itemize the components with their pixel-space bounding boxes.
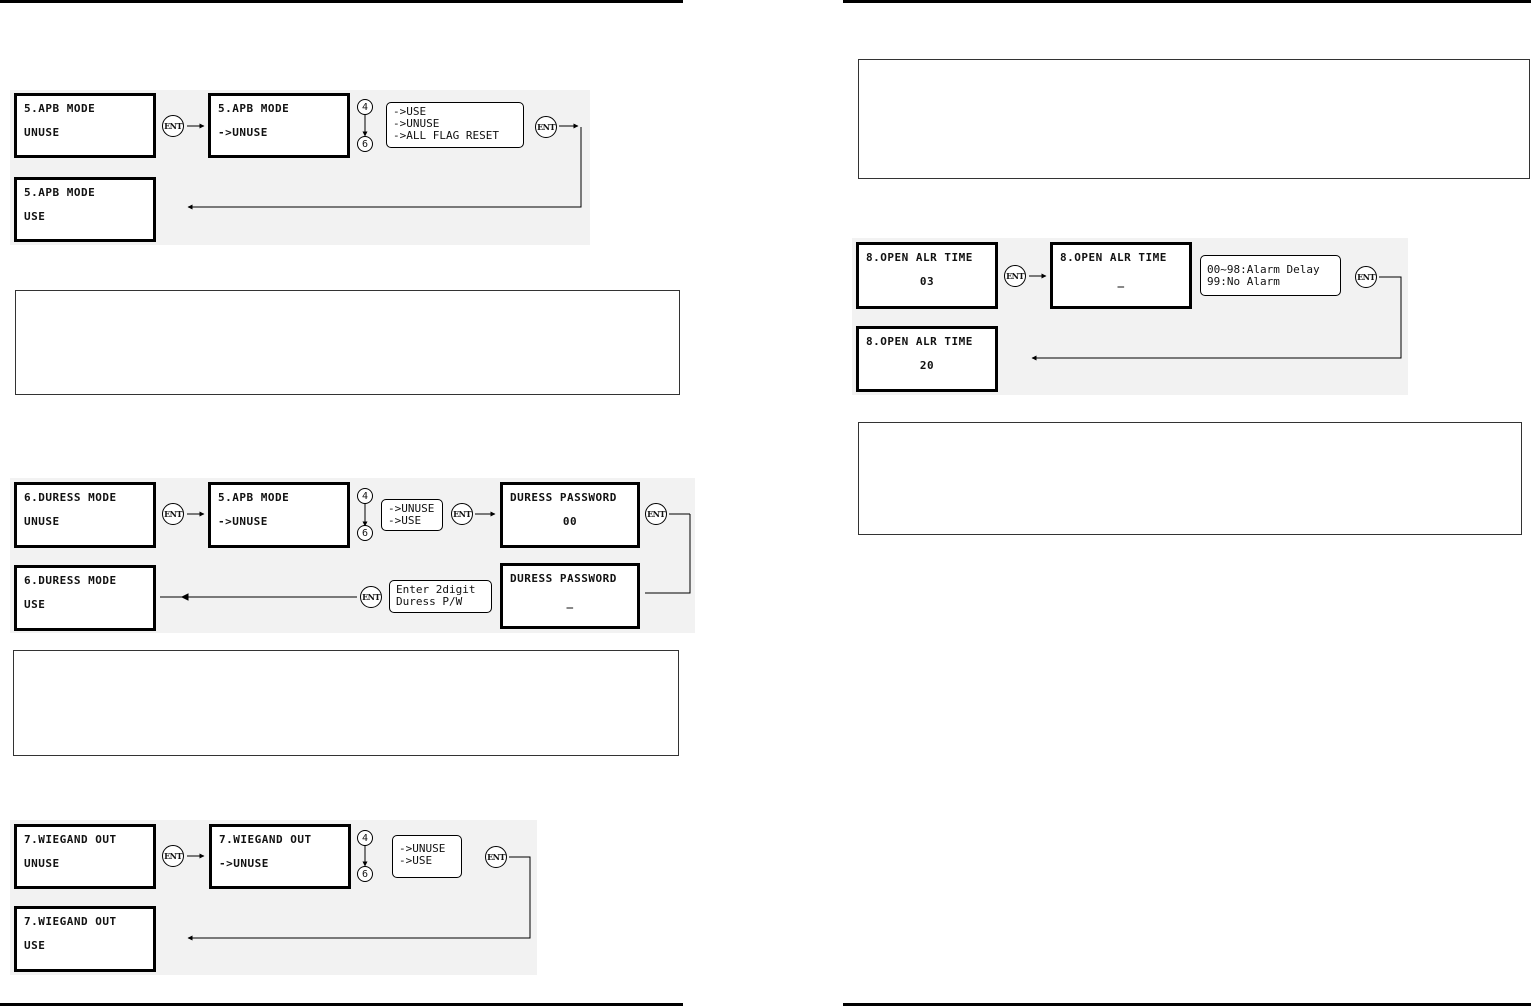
lcd-value: UNUSE xyxy=(24,857,60,870)
wiegand-options-popup: ->UNUSE ->USE xyxy=(392,835,462,878)
footer-rule-left xyxy=(0,1003,683,1006)
option-item: 00~98:Alarm Delay xyxy=(1207,263,1320,276)
footer-rule-right xyxy=(843,1003,1531,1006)
openalr-lcd-current: 8.OPEN ALR TIME 03 xyxy=(856,242,998,309)
ent-button[interactable]: ENT xyxy=(162,845,184,867)
wiegand-lcd-select: 7.WIEGAND OUT ->UNUSE xyxy=(209,824,351,889)
apb-options-popup: ->USE ->UNUSE ->ALL FLAG RESET xyxy=(386,102,524,148)
key-4-button[interactable]: 4 xyxy=(357,99,373,115)
lcd-title: 5.APB MODE xyxy=(218,102,290,115)
ent-button[interactable]: ENT xyxy=(451,503,473,525)
lcd-title: 7.WIEGAND OUT xyxy=(219,833,312,846)
lcd-title: DURESS PASSWORD xyxy=(510,572,617,585)
lcd-value: ->UNUSE xyxy=(219,857,269,870)
ent-button[interactable]: ENT xyxy=(645,503,667,525)
lcd-value: USE xyxy=(24,939,46,952)
lcd-value: 20 xyxy=(919,359,935,372)
openalr-options-popup: 00~98:Alarm Delay 99:No Alarm xyxy=(1200,255,1341,296)
option-item: ->UNUSE xyxy=(388,502,435,515)
duress-options-popup: ->UNUSE ->USE xyxy=(381,499,443,531)
apb-note-box xyxy=(15,290,680,395)
lcd-value: ->UNUSE xyxy=(218,515,268,528)
wiegand-lcd-result: 7.WIEGAND OUT USE xyxy=(14,906,156,972)
lcd-value: USE xyxy=(24,598,46,611)
header-rule-right xyxy=(843,0,1531,3)
lcd-value: UNUSE xyxy=(24,515,60,528)
duress-password-lcd: DURESS PASSWORD 00 xyxy=(500,482,640,548)
lcd-value: USE xyxy=(24,210,46,223)
ent-button[interactable]: ENT xyxy=(360,586,382,608)
apb-lcd-result: 5.APB MODE USE xyxy=(14,177,156,242)
lcd-value: 00 xyxy=(562,515,578,528)
option-item: ->USE xyxy=(393,105,427,118)
option-item: ->UNUSE xyxy=(399,842,446,855)
option-item: 99:No Alarm xyxy=(1207,275,1280,288)
openalr-lcd-entry: 8.OPEN ALR TIME _ xyxy=(1050,242,1192,309)
key-4-button[interactable]: 4 xyxy=(357,488,373,504)
option-item: ->USE xyxy=(388,514,422,527)
lcd-title: 7.WIEGAND OUT xyxy=(24,915,117,928)
lcd-title: 8.OPEN ALR TIME xyxy=(866,335,973,348)
key-6-button[interactable]: 6 xyxy=(357,525,373,541)
prompt-line: Duress P/W xyxy=(396,595,463,608)
apb-lcd-current: 5.APB MODE UNUSE xyxy=(14,93,156,158)
lcd-title: 6.DURESS MODE xyxy=(24,491,117,504)
lcd-value: _ xyxy=(566,596,574,609)
ent-button[interactable]: ENT xyxy=(535,116,557,138)
duress-lcd-result: 6.DURESS MODE USE xyxy=(14,565,156,631)
option-item: ->USE xyxy=(399,854,433,867)
lcd-title: 8.OPEN ALR TIME xyxy=(1060,251,1167,264)
ent-button[interactable]: ENT xyxy=(1004,265,1026,287)
lcd-value: UNUSE xyxy=(24,126,60,139)
duress-lcd-select: 5.APB MODE ->UNUSE xyxy=(208,482,350,548)
openalr-note-box xyxy=(858,422,1522,535)
openalr-lcd-result: 8.OPEN ALR TIME 20 xyxy=(856,326,998,392)
lcd-title: 5.APB MODE xyxy=(24,186,96,199)
lcd-title: 5.APB MODE xyxy=(218,491,290,504)
duress-prompt-popup: Enter 2digit Duress P/W xyxy=(389,580,492,613)
lcd-value: 03 xyxy=(919,275,935,288)
key-6-button[interactable]: 6 xyxy=(357,866,373,882)
lcd-title: 7.WIEGAND OUT xyxy=(24,833,117,846)
key-6-button[interactable]: 6 xyxy=(357,136,373,152)
ent-button[interactable]: ENT xyxy=(162,503,184,525)
top-note-box xyxy=(858,59,1530,179)
ent-button[interactable]: ENT xyxy=(485,846,507,868)
duress-password-entry-lcd: DURESS PASSWORD _ xyxy=(500,563,640,629)
ent-button[interactable]: ENT xyxy=(1355,266,1377,288)
apb-lcd-select: 5.APB MODE ->UNUSE xyxy=(208,93,350,158)
header-rule-left xyxy=(0,0,683,3)
prompt-line: Enter 2digit xyxy=(396,583,476,596)
lcd-title: DURESS PASSWORD xyxy=(510,491,617,504)
option-item: ->UNUSE xyxy=(393,117,440,130)
duress-lcd-current: 6.DURESS MODE UNUSE xyxy=(14,482,156,548)
option-item: ->ALL FLAG RESET xyxy=(393,129,499,142)
ent-button[interactable]: ENT xyxy=(162,115,184,137)
wiegand-lcd-current: 7.WIEGAND OUT UNUSE xyxy=(14,824,156,889)
key-4-button[interactable]: 4 xyxy=(357,830,373,846)
lcd-title: 5.APB MODE xyxy=(24,102,96,115)
lcd-value: ->UNUSE xyxy=(218,126,268,139)
duress-note-box xyxy=(13,650,679,756)
lcd-value: _ xyxy=(1117,275,1125,288)
lcd-title: 8.OPEN ALR TIME xyxy=(866,251,973,264)
lcd-title: 6.DURESS MODE xyxy=(24,574,117,587)
